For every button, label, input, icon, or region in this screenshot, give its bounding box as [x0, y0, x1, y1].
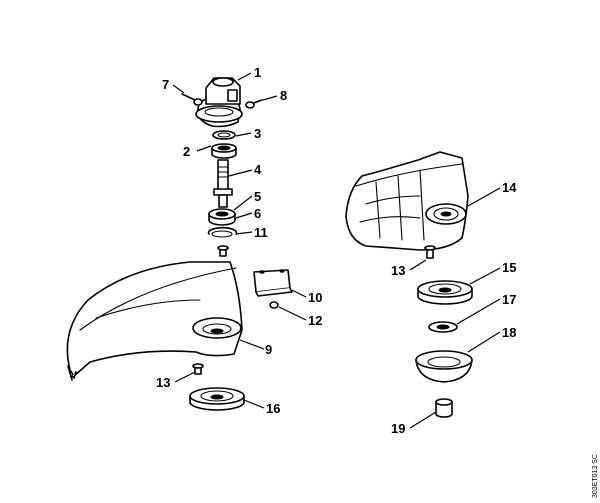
drive-shaft-4 — [213, 159, 233, 208]
washer-3 — [212, 130, 236, 140]
callout-3: 3 — [254, 126, 261, 141]
callout-10: 10 — [308, 290, 322, 305]
bowl-18 — [415, 350, 473, 383]
reference-code: 303ET013 SC — [592, 454, 599, 498]
callout-8: 8 — [280, 88, 287, 103]
mowing-head-16 — [189, 387, 245, 411]
screw-13-left — [192, 363, 204, 375]
callout-16: 16 — [266, 401, 280, 416]
callout-13-left: 13 — [156, 375, 170, 390]
screw-8 — [245, 99, 263, 109]
callout-19: 19 — [391, 421, 405, 436]
ball-bearing-2 — [211, 143, 237, 159]
screw-12 — [269, 301, 279, 309]
callout-5: 5 — [254, 189, 261, 204]
deflector-14 — [345, 151, 469, 251]
callout-6: 6 — [254, 206, 261, 221]
ball-bearing-5 — [208, 208, 236, 226]
callout-11: 11 — [254, 225, 268, 240]
callout-18: 18 — [502, 325, 516, 340]
callout-13-right: 13 — [391, 263, 405, 278]
washer-17 — [428, 321, 458, 333]
callout-labels: 1 2 3 4 5 6 7 8 9 10 11 12 13 13 14 15 1… — [156, 65, 517, 436]
screw-7 — [181, 93, 203, 106]
callout-9: 9 — [265, 342, 272, 357]
cutter-plate-10 — [253, 269, 293, 297]
circlip-6 — [207, 226, 238, 238]
mowing-head-15 — [417, 280, 473, 305]
callout-7: 7 — [162, 77, 169, 92]
deflector-9 — [66, 261, 243, 381]
screw-11 — [217, 245, 229, 257]
leader-lines — [172, 72, 501, 429]
callout-14: 14 — [502, 180, 517, 195]
callout-17: 17 — [502, 292, 516, 307]
callout-4: 4 — [254, 162, 262, 177]
callout-2: 2 — [183, 144, 190, 159]
callout-1: 1 — [254, 65, 261, 80]
callout-15: 15 — [502, 260, 516, 275]
nut-19 — [435, 398, 453, 418]
gear-head-housing — [195, 77, 243, 128]
callout-12: 12 — [308, 313, 322, 328]
screw-13-right — [424, 245, 436, 259]
